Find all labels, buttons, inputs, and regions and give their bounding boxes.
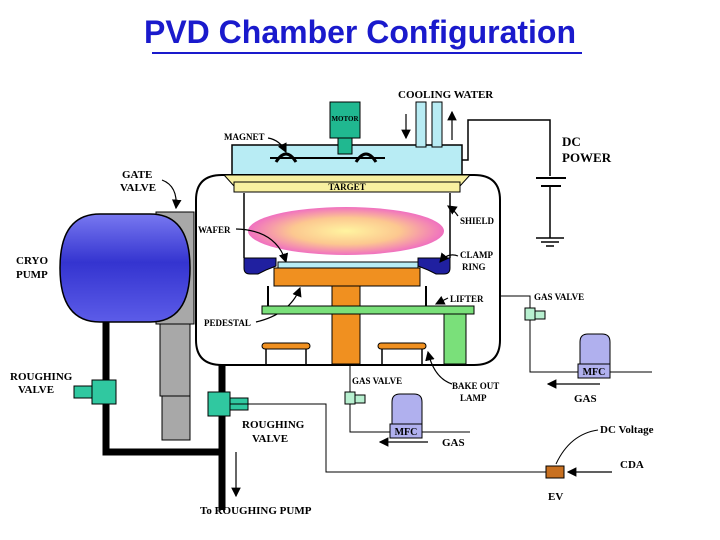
bake-out-lamp-pointer <box>425 350 453 385</box>
mfc-right-body <box>579 333 611 371</box>
shield-label: SHIELD <box>460 216 495 226</box>
roughing-valve-mid-label-line2: VALVE <box>252 433 288 445</box>
mfc-bottom-label: MFC <box>395 427 418 438</box>
cryo-pump-stem <box>159 323 191 397</box>
clamp-ring-label-line1: CLAMP <box>460 250 493 260</box>
pedestal-label: PEDESTAL <box>204 318 251 328</box>
gas-line-bottom <box>349 365 392 433</box>
gas-valve-bottom-label: GAS VALVE <box>352 376 402 386</box>
dc-power-label-line2: POWER <box>562 150 612 165</box>
gas-valve-right-cap <box>534 310 546 320</box>
wafer-label: WAFER <box>198 225 231 235</box>
motor-shaft <box>337 137 353 155</box>
mfc-right <box>577 363 611 379</box>
cda-label: CDA <box>620 459 644 471</box>
plasma <box>248 207 444 255</box>
gas-bottom-label: GAS <box>442 437 465 449</box>
dc-power-label-line1: DC <box>562 134 581 149</box>
magnet-left-icon <box>274 152 298 163</box>
gas-valve-right-label: GAS VALVE <box>534 292 584 302</box>
to-roughing-pump-label: To ROUGHING PUMP <box>200 505 312 517</box>
roughing-valve-left <box>91 379 117 405</box>
dc-power-wire <box>462 119 551 176</box>
dc-voltage-line <box>555 429 599 465</box>
magnet-label: MAGNET <box>224 132 265 142</box>
cryo-pump <box>59 213 191 323</box>
magnet-pointer <box>267 137 287 154</box>
bake-out-lamp-label-line1: BAKE OUT <box>452 381 499 391</box>
bake-out-lamp-right <box>377 342 427 350</box>
gate-valve-label-line2: VALVE <box>120 182 156 194</box>
roughing-valve-left-cap <box>73 385 93 399</box>
target-plate <box>233 181 461 193</box>
page-title: PVD Chamber Configuration <box>143 14 576 50</box>
gas-valve-right <box>524 307 536 321</box>
gate-valve-pointer <box>161 179 182 210</box>
cryo-pump-stem-lower <box>161 395 191 441</box>
roughing-line-left <box>102 322 222 456</box>
clamp-ring-label-line2: RING <box>462 262 486 272</box>
shield-pointer <box>447 205 459 217</box>
lifter-label: LIFTER <box>450 294 484 304</box>
gas-line-right <box>500 295 580 373</box>
bake-out-lamp-label-line2: LAMP <box>460 393 487 403</box>
bake-out-lamp-left <box>261 342 311 350</box>
cooling-water-label: COOLING WATER <box>398 89 494 101</box>
ev-valve <box>545 465 565 479</box>
ev-control-line <box>230 403 546 473</box>
lifter-bar <box>261 305 475 315</box>
mfc-bottom-body <box>391 393 423 427</box>
title-underline <box>152 52 582 54</box>
wafer <box>277 261 419 269</box>
motor-label: MOTOR <box>331 115 359 123</box>
gas-valve-bottom-cap <box>354 394 366 404</box>
clamp-ring-pointer <box>439 252 459 263</box>
cryo-pump-label-line1: CRYO <box>16 255 48 267</box>
pedestal-stem <box>331 285 361 365</box>
target-label: TARGET <box>328 182 365 192</box>
magnet-right-icon <box>354 152 378 163</box>
mfc-right-label: MFC <box>583 367 606 378</box>
lifter-leg <box>443 313 467 365</box>
dc-voltage-label: DC Voltage <box>600 424 654 436</box>
roughing-valve-left-label-line1: ROUGHING <box>10 371 73 383</box>
pedestal-top <box>273 267 421 287</box>
wafer-pointer <box>235 228 289 264</box>
roughing-valve-mid <box>207 391 231 417</box>
cooling-water-pipe-left <box>415 101 427 148</box>
roughing-valve-left-label-line2: VALVE <box>18 384 54 396</box>
cooling-water-pipe-right <box>431 101 443 148</box>
mfc-bottom <box>389 423 423 439</box>
gate-valve-label-line1: GATE <box>122 169 152 181</box>
roughing-valve-mid-label-line1: ROUGHING <box>242 419 305 431</box>
gas-valve-bottom <box>344 391 356 405</box>
gas-right-label: GAS <box>574 393 597 405</box>
clamp-ring-left <box>243 257 277 275</box>
cryo-pump-label-line2: PUMP <box>16 269 48 281</box>
ev-label: EV <box>548 491 563 503</box>
lifter-pointer <box>434 295 449 305</box>
